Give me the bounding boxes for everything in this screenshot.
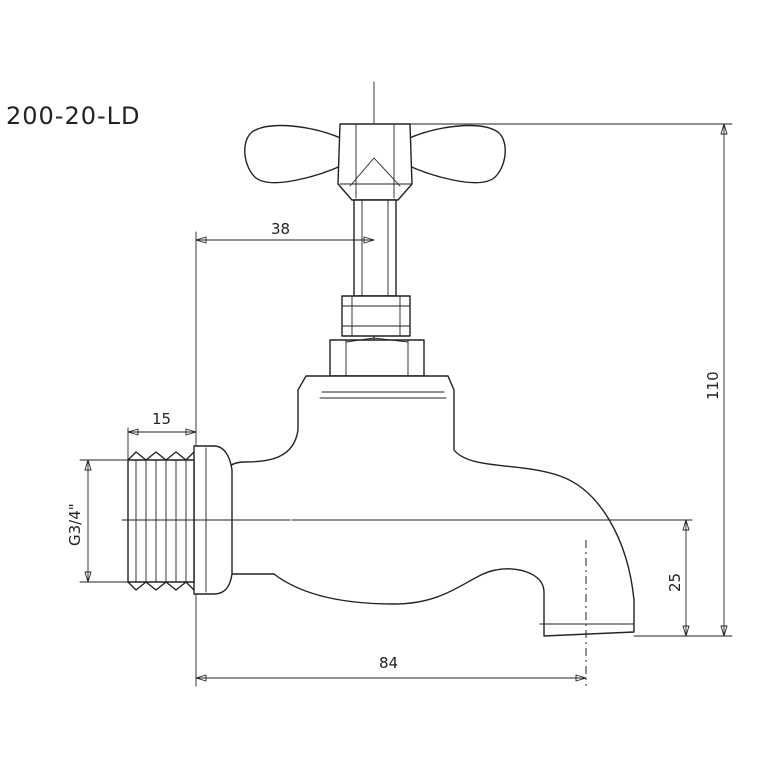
dimension-15-label: 15 [152,410,171,428]
dimension-38: 38 [195,220,375,447]
thread-bottom-profile [127,581,195,591]
dimension-thread-size-label: G3/4" [66,503,84,546]
faucet-body [219,375,635,637]
dimension-25-label: 25 [666,573,684,592]
handle-right-lever [404,124,506,184]
threaded-inlet [127,451,195,591]
dimension-38-label: 38 [271,220,290,238]
faucet-handle [244,123,506,201]
dimension-84: 84 [195,593,587,687]
handle-left-lever [244,124,346,184]
dimension-15: 15 [127,410,197,461]
hex-bonnet [329,337,425,377]
dimension-84-label: 84 [379,654,398,672]
gland-nut [341,295,411,337]
handle-hub-detail [349,157,401,187]
model-code-label: 200-20-LD [6,102,141,130]
handle-hub [337,123,413,201]
dimension-110-label: 110 [704,371,722,400]
dimension-thread-size: G3/4" [66,459,129,583]
dimension-25: 25 [666,519,690,637]
thread-top-profile [127,451,195,461]
faucet-stem [353,199,397,297]
body-outline [219,375,635,637]
dimension-110: 110 [409,123,733,637]
